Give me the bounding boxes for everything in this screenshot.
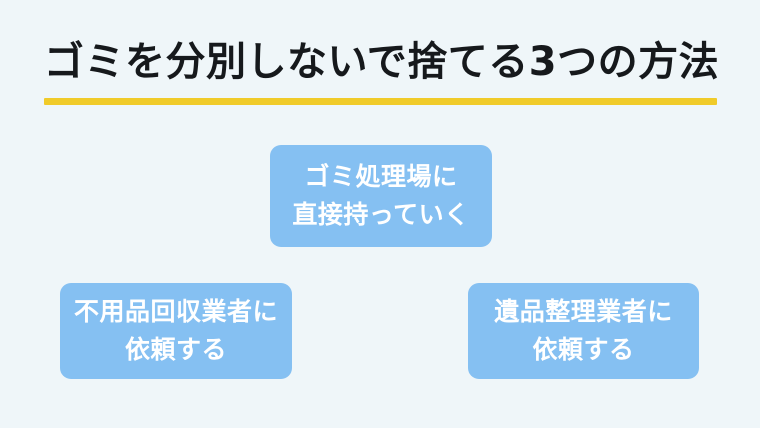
method-box-request-estate-cleanout-company: 遺品整理業者に 依頼する bbox=[468, 283, 699, 379]
method-box-line-1: 遺品整理業者に bbox=[494, 297, 673, 326]
page-title: ゴミを分別しないで捨てる3つの方法 bbox=[44, 39, 720, 85]
method-box-line-2: 直接持っていく bbox=[292, 200, 470, 229]
title-block: ゴミを分別しないで捨てる3つの方法 bbox=[44, 39, 720, 105]
title-underline-rule bbox=[44, 97, 717, 105]
method-box-take-to-waste-facility: ゴミ処理場に 直接持っていく bbox=[270, 145, 492, 247]
method-box-request-junk-removal-company: 不用品回収業者に 依頼する bbox=[60, 283, 292, 379]
method-box-line-2: 依頼する bbox=[124, 335, 227, 364]
method-box-line-2: 依頼する bbox=[532, 335, 635, 364]
method-box-line-1: 不用品回収業者に bbox=[73, 297, 278, 326]
method-box-line-1: ゴミ処理場に bbox=[304, 162, 458, 191]
